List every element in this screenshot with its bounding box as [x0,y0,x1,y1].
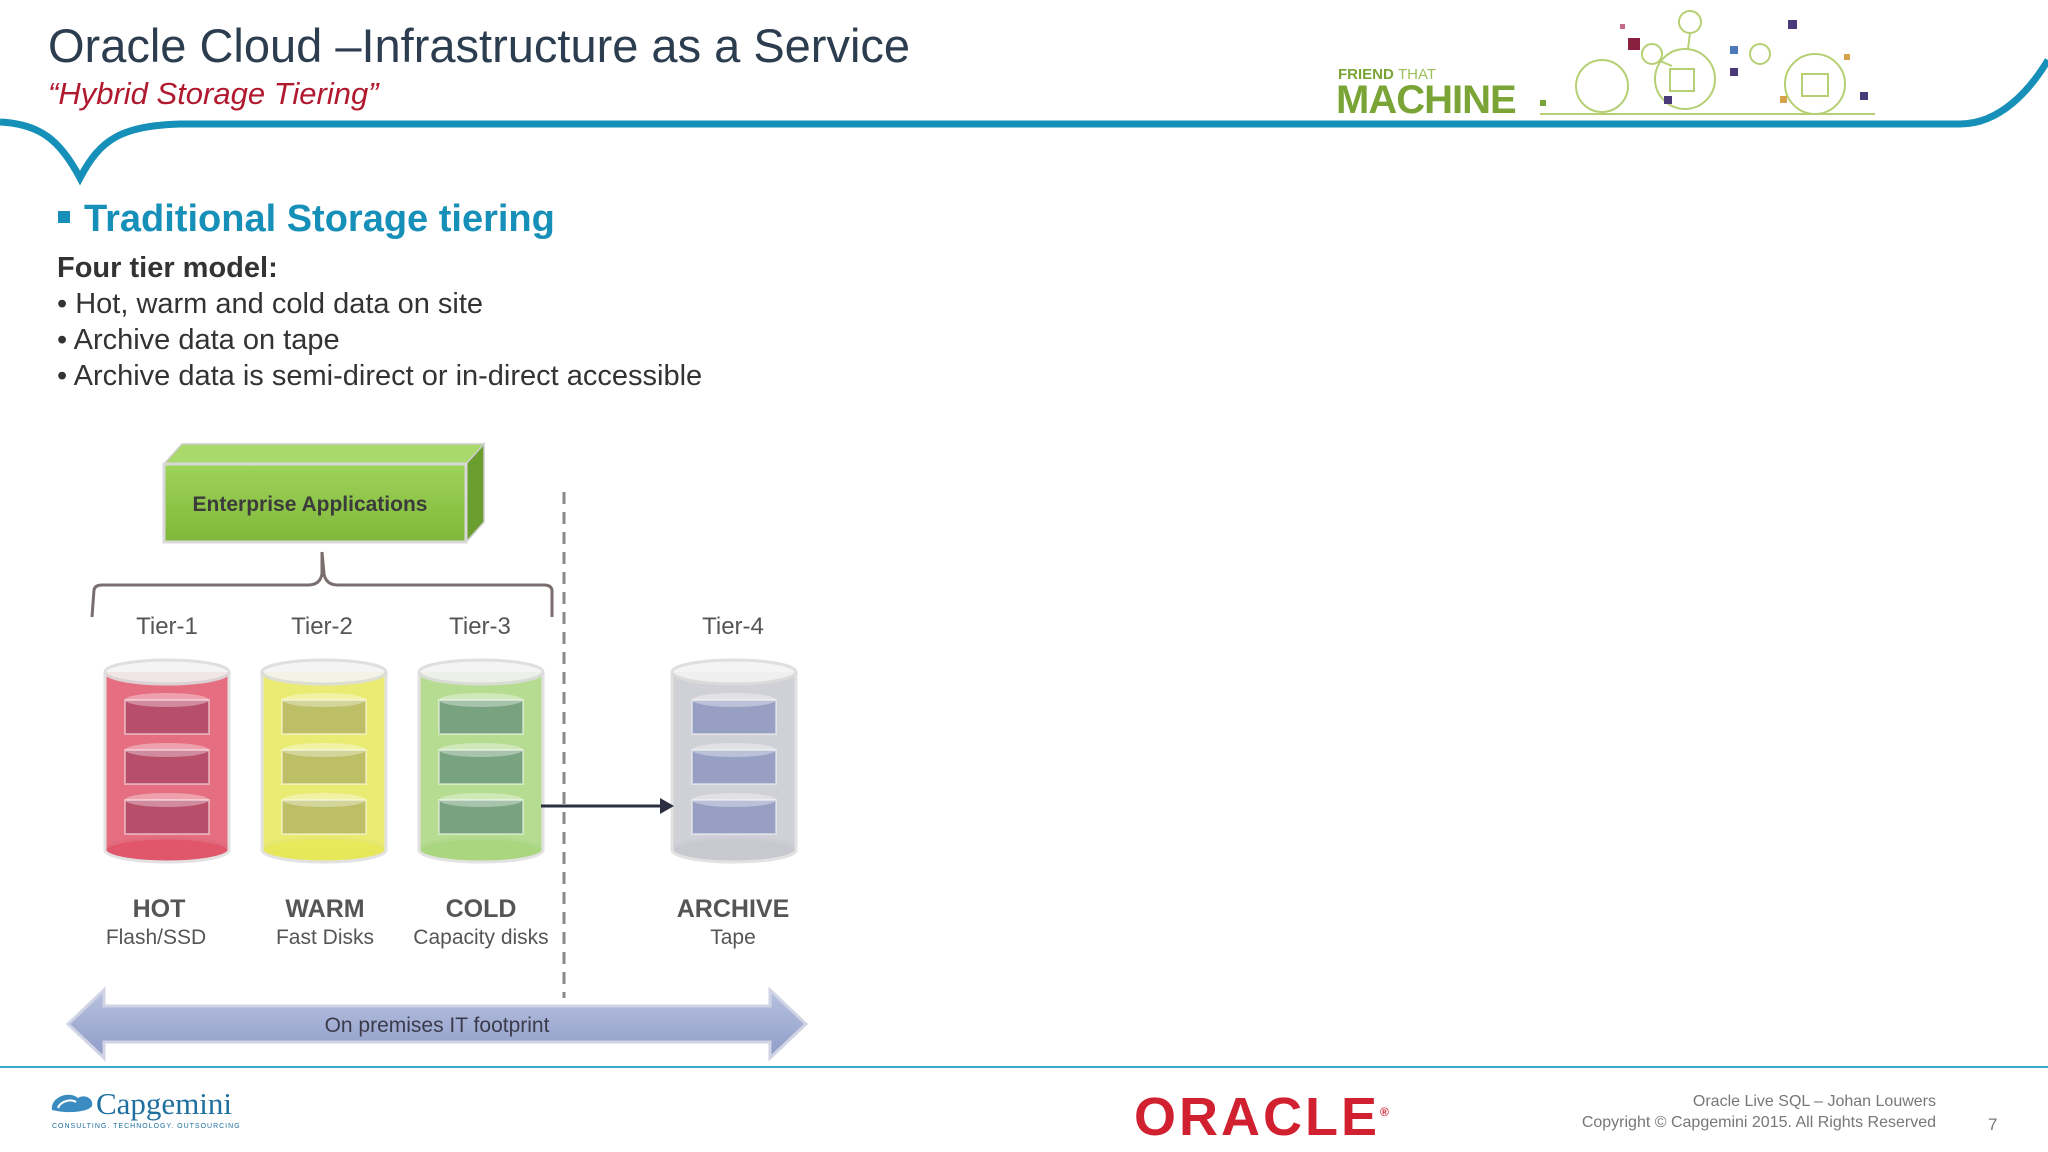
tier-4-label: Tier-4 [702,613,764,640]
bullet-square-icon [58,210,70,223]
warm-storage-cylinder [260,658,388,864]
tier-brace [90,551,554,618]
warm-tier-name: WARM [285,895,364,923]
section-heading: Traditional Storage tiering [58,198,555,241]
storage-tiering-diagram: Enterprise Applications Tier-1 Tier-2 Ti… [65,442,809,1062]
bullet-item: • Hot, warm and cold data on site [57,288,484,320]
disk-platter [438,743,524,785]
disk-platter [438,693,524,735]
enterprise-applications-box: Enterprise Applications [162,442,486,544]
tier-1-label: Tier-1 [136,613,198,640]
disk-platter [281,693,367,735]
page-number: 7 [1988,1115,1998,1134]
bullet-item: • Archive data is semi-direct or in-dire… [57,360,703,392]
slide-title: Oracle Cloud –Infrastructure as a Servic… [48,19,911,72]
tier-3-label: Tier-3 [449,613,511,640]
disk-platter [691,743,777,785]
capgemini-tagline: CONSULTING. TECHNOLOGY. OUTSOURCING [52,1123,241,1130]
oracle-wordmark: ORACLE [1134,1087,1380,1147]
enterprise-applications-label: Enterprise Applications [193,493,428,516]
cold-tier-media: Capacity disks [413,926,548,949]
cold-tier-name: COLD [446,895,517,923]
footer-copyright: Copyright © Capgemini 2015. All Rights R… [1581,1114,1936,1131]
tier-2-label: Tier-2 [291,613,353,640]
disk-platter [124,793,210,835]
disk-platter [281,793,367,835]
archive-storage-cylinder [670,658,798,864]
oracle-logo: ORACLE® [1134,1086,1389,1148]
slide-subtitle: “Hybrid Storage Tiering” [48,76,379,111]
disk-platter [124,743,210,785]
header-swoosh [0,58,2048,186]
footprint-label: On premises IT footprint [325,1014,550,1037]
hot-tier-media: Flash/SSD [106,926,206,949]
hot-tier-name: HOT [133,895,186,923]
disk-platter [124,693,210,735]
on-premises-footprint-arrow: On premises IT footprint [65,986,809,1062]
footer-rule [0,1066,2048,1068]
cold-storage-cylinder [417,658,545,864]
arrow-head-icon [660,798,674,814]
bullet-item: • Archive data on tape [57,324,340,356]
registered-mark-icon: ® [1380,1105,1389,1119]
logo-friend-text: FRIEND THAT [1338,66,1436,83]
warm-tier-media: Fast Disks [276,926,374,949]
logo-machine-text: MACHINE [1336,78,1517,122]
disk-platter [438,793,524,835]
logo-that-word: THAT [1398,66,1437,83]
disk-platter [691,693,777,735]
model-label: Four tier model: [57,252,278,284]
disk-platter [691,793,777,835]
capgemini-wordmark: Capgemini [96,1086,233,1121]
disk-platter [281,743,367,785]
archive-tier-media: Tape [710,926,756,949]
hot-storage-cylinder [103,658,231,864]
footer-author: Oracle Live SQL – Johan Louwers [1692,1093,1936,1110]
machine-logo-graphic [1540,10,1875,115]
archive-tier-name: ARCHIVE [677,895,790,923]
section-heading-text: Traditional Storage tiering [84,198,555,240]
logo-friend-word: FRIEND [1338,66,1394,83]
capgemini-logo-icon [51,1094,93,1113]
